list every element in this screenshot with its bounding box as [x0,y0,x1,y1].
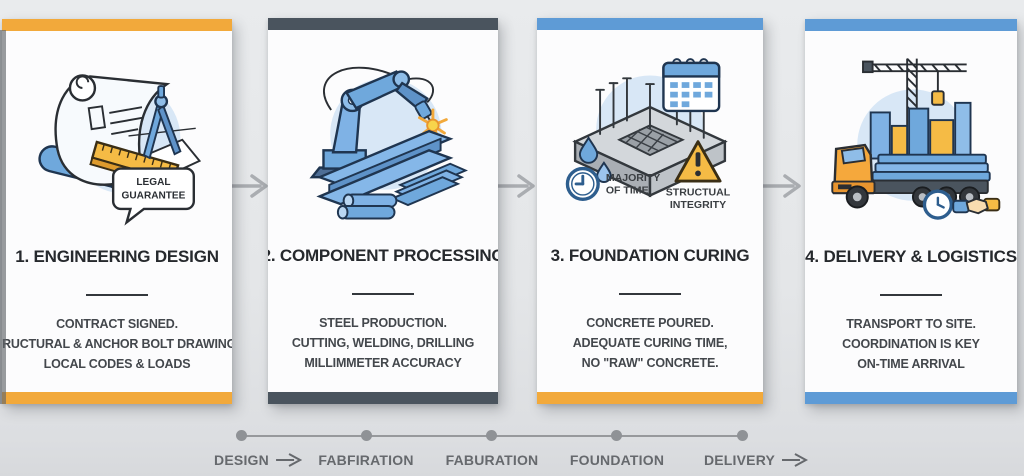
legal-guarantee-badge: LEGAL GUARANTEE [111,167,195,226]
title-divider [86,294,148,296]
card-description: STEEL PRODUCTION. CUTTING, WELDING, DRIL… [291,316,475,370]
card-bottom-accent [2,392,232,404]
annotation-majority-line-1: MAJORITY [606,172,661,184]
crane-counterweight [862,60,874,74]
timeline-label-fabfiration: FABFIRATION [318,452,414,468]
steel-i-beam-icon [316,129,454,206]
robot-welding-illustration [287,34,479,234]
timeline-label-faburation: FABURATION [445,452,539,468]
card-bottom-accent [805,392,1017,404]
card-bottom-accent [268,392,498,404]
timeline-label-design: DESIGN [214,452,302,468]
timeline-dot [486,430,497,441]
step-arrow-icon [228,174,268,198]
steel-tube-icon [336,193,398,220]
card-top-accent [2,19,232,31]
water-drop-icon [578,136,612,183]
cable [323,66,399,111]
card-engineering-design: LEGAL GUARANTEE 1. ENGINEERING DESIGN CO… [2,19,232,404]
timeline-dot [360,430,372,441]
truck-illustration [815,35,1007,235]
timeline-dot [611,430,623,441]
arrow-right-icon [782,453,809,467]
spark-core [426,118,440,133]
card-delivery-logistics: 4. DELIVERY & LOGISTICS TRANSPORT TO SIT… [805,19,1017,404]
annotation-integrity-line-2: INTEGRITY [670,199,726,211]
card-foundation-curing: MAJORITY OF TIME STRUCTUAL INTEGRITY 3. … [537,18,763,404]
step-arrow-icon [495,174,535,198]
card-description: CONTRACT SIGNED. STRUCTURAL & ANCHOR BOL… [2,317,232,371]
badge-line-2: GUARANTEE [122,190,186,201]
card-title: 1. ENGINEERING DESIGN [15,247,219,266]
card-description: CONCRETE POURED. ADEQUATE CURING TIME, N… [572,316,728,370]
title-divider [880,294,942,296]
timeline-dot [736,430,748,441]
steel-plate-stack-icon [390,162,468,207]
title-divider [619,293,681,295]
card-description: TRANSPORT TO SITE. COORDINATION IS KEY O… [842,317,980,371]
step-arrow-icon [761,174,801,198]
handshake-icon [952,197,1001,215]
screenshot-left-edge [0,30,6,404]
compass-icon [142,85,182,160]
card-title: 2. COMPONENT PROCESSING [268,246,498,265]
calendar-icon [662,58,721,113]
clock-icon [922,189,953,220]
card-title: 4. DELIVERY & LOGISTICS [805,247,1017,266]
card-title: 3. FOUNDATION CURING [550,246,750,265]
title-divider [352,293,414,295]
card-top-accent [268,18,498,30]
crane-hook [931,90,945,106]
steel-beam-load-icon [871,153,991,182]
foundation-illustration: MAJORITY OF TIME STRUCTUAL INTEGRITY [554,34,746,234]
timeline-label-delivery: DELIVERY [704,452,809,468]
badge-line-1: LEGAL [136,177,170,188]
crane-icon [870,58,967,126]
measure-line [128,127,196,137]
arrow-right-icon [275,453,302,467]
card-component-processing: 2. COMPONENT PROCESSING STEEL PRODUCTION… [268,18,498,404]
card-top-accent [805,19,1017,31]
card-bottom-accent [537,392,763,404]
building-blocks-icon [869,101,972,160]
clock-icon [565,166,600,201]
warning-triangle-icon [674,140,722,183]
blueprint-illustration: LEGAL GUARANTEE [21,35,213,235]
timeline-label-foundation: FOUNDATION [569,452,665,468]
timeline-dot [235,430,247,441]
card-top-accent [537,18,763,30]
annotation-majority-line-2: OF TIME [606,185,649,197]
annotation-integrity-line-1: STRUCTUAL [666,186,731,198]
